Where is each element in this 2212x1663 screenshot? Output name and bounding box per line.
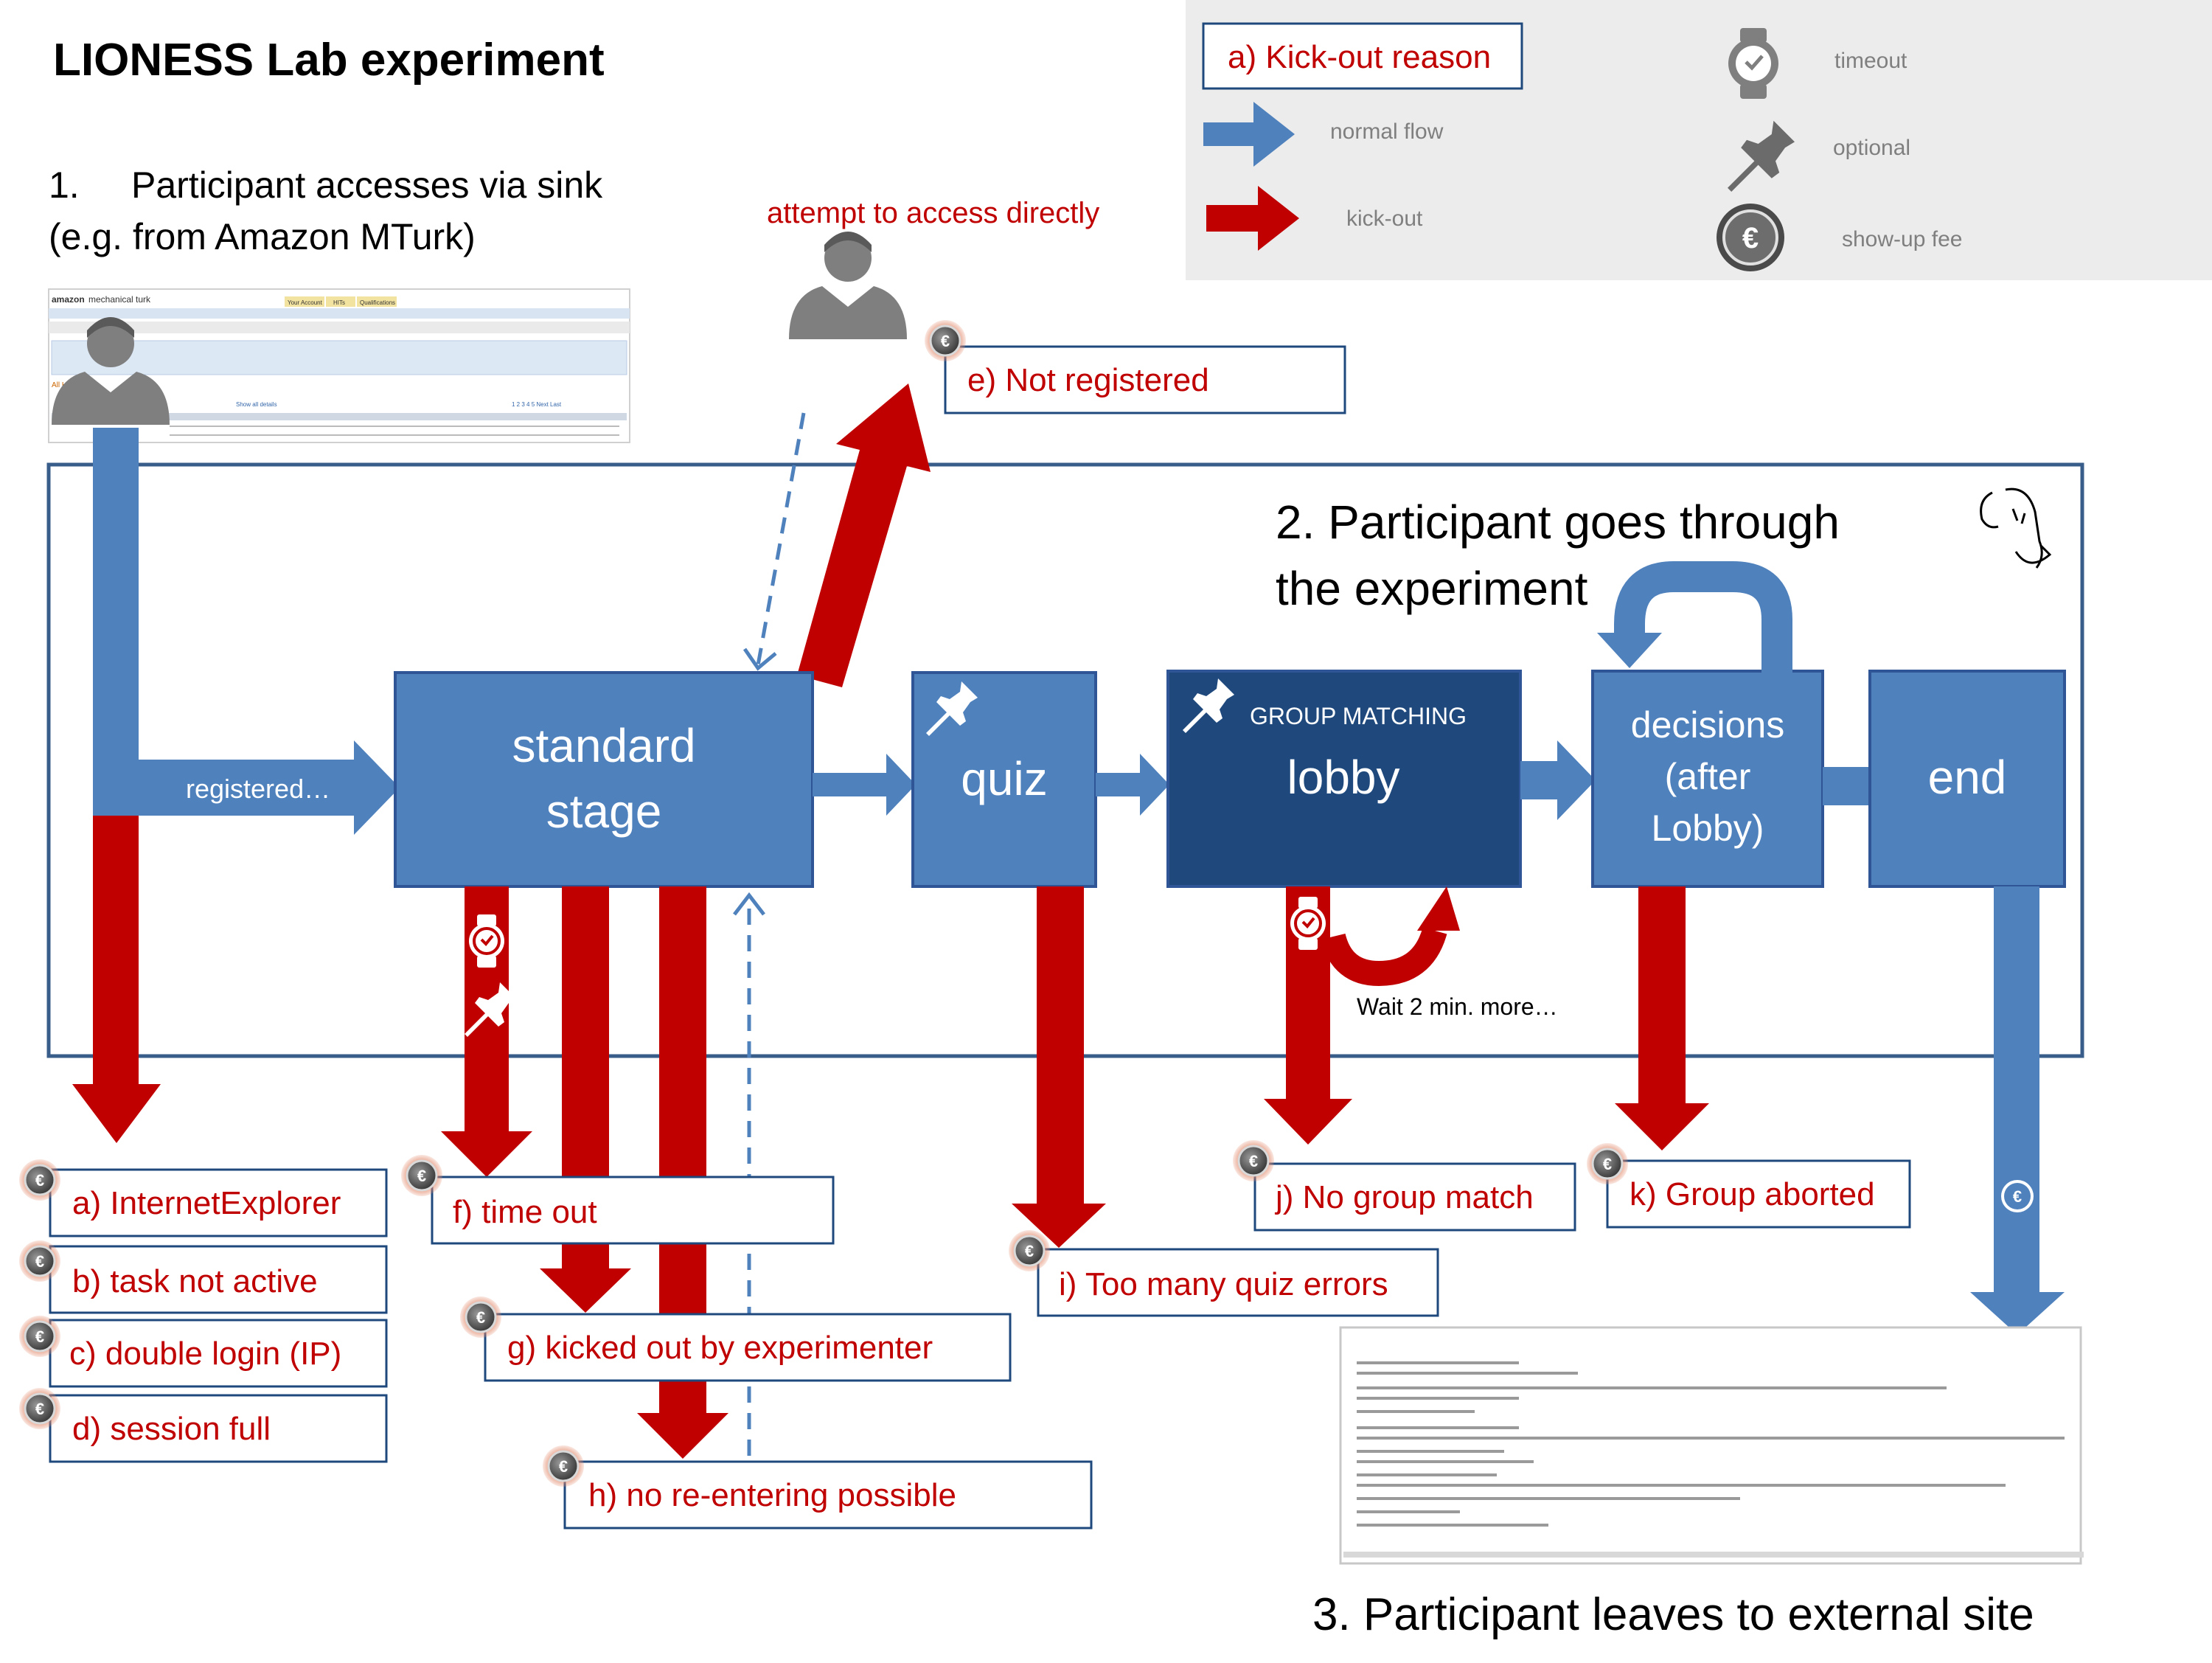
- reason-b-fee-icon: [18, 1239, 62, 1283]
- legend-normal-flow-arrow: [1203, 102, 1295, 167]
- wait-more-loop-arrow: [1321, 926, 1447, 987]
- reason-box-d: d) session full: [49, 1394, 388, 1463]
- legend-normal-flow-label: normal flow: [1330, 119, 1444, 144]
- reason-h-label: h) no re-entering possible: [588, 1477, 956, 1513]
- stage-lobby-subtitle: GROUP MATCHING: [1250, 703, 1467, 729]
- reason-a-label: a) InternetExplorer: [72, 1185, 341, 1221]
- reason-j-label: j) No group match: [1274, 1179, 1534, 1215]
- registered-arrow: [93, 740, 400, 835]
- kickout-arrow-experimenter: [540, 886, 631, 1313]
- reason-box-g: g) kicked out by experimenter: [484, 1313, 1012, 1382]
- showup-fee-icon: €: [1717, 204, 1784, 271]
- registered-label: registered…: [186, 774, 330, 804]
- stage-decisions-line1: decisions: [1631, 704, 1784, 746]
- mturk-tab-hits: HITs: [333, 299, 345, 306]
- step1-example: (e.g. from Amazon MTurk): [49, 216, 476, 257]
- reason-box-e: e) Not registered: [944, 345, 1346, 414]
- flow-arrow-lobby-decisions: [1520, 740, 1596, 820]
- legend-kickout-label: kick-out: [1346, 206, 1423, 231]
- reason-b-label: b) task not active: [72, 1263, 318, 1299]
- legend-timeout-label: timeout: [1834, 49, 1907, 73]
- stage-standard: [394, 671, 814, 888]
- optional-pin-icon: [1728, 120, 1795, 192]
- reason-box-b: b) task not active: [49, 1245, 388, 1314]
- mturk-tab-qualifications: Qualifications: [360, 299, 395, 306]
- kickout-arrow-quiz: [1012, 886, 1106, 1248]
- reason-i-fee-icon: [1007, 1229, 1051, 1273]
- timeout-icon: [1728, 28, 1778, 99]
- reason-h-fee-icon: [541, 1444, 585, 1488]
- reason-j-fee-icon: [1231, 1139, 1276, 1183]
- reason-box-k: k) Group aborted: [1606, 1159, 1911, 1229]
- reason-d-fee-icon: [18, 1386, 62, 1431]
- kickout-arrow-entry: [72, 816, 161, 1143]
- legend-kickout-box: [1202, 22, 1523, 90]
- stage-end-label: end: [1928, 751, 2007, 804]
- reason-box-h: h) no re-entering possible: [563, 1460, 1093, 1530]
- decisions-loop-arrow: [1614, 561, 1792, 673]
- reason-e-label: e) Not registered: [967, 362, 1209, 398]
- stage-decisions-line3: Lobby): [1652, 808, 1764, 849]
- reason-box-i: i) Too many quiz errors: [1037, 1248, 1439, 1317]
- reason-g-label: g) kicked out by experimenter: [507, 1330, 933, 1366]
- reason-g-fee-icon: [459, 1295, 503, 1339]
- direct-access-label: attempt to access directly: [767, 197, 1099, 229]
- reason-box-a: a) InternetExplorer: [49, 1168, 388, 1237]
- step1-number: 1.: [49, 164, 80, 206]
- lioness-logo: [1980, 487, 2052, 569]
- legend-kickout-reason: a) Kick-out reason: [1228, 39, 1491, 75]
- reason-c-label: c) double login (IP): [69, 1336, 341, 1372]
- svg-text:€: €: [2013, 1187, 2022, 1206]
- legend-panel: a) Kick-out reason normal flow kick-out …: [1186, 0, 2212, 280]
- stage-standard-line2: stage: [546, 785, 662, 838]
- reason-a-fee-icon: [18, 1158, 62, 1202]
- reason-e-fee-icon: [923, 319, 967, 363]
- direct-access-dashed-arrow: [756, 412, 806, 666]
- mturk-pagination: 1 2 3 4 5 Next Last: [512, 401, 562, 408]
- reason-i-label: i) Too many quiz errors: [1059, 1266, 1388, 1302]
- step1-text: Participant accesses via sink: [131, 164, 603, 206]
- external-site-screenshot: [1339, 1326, 2084, 1565]
- stage-quiz-label: quiz: [961, 752, 1047, 805]
- kickout-arrow-not-registered: [787, 383, 931, 687]
- mturk-show-details: Show all details: [236, 401, 277, 408]
- reason-f-fee-icon: [400, 1153, 444, 1198]
- flow-arrow-quiz-lobby: [1096, 754, 1169, 816]
- mturk-tab-account: Your Account: [288, 299, 323, 306]
- exit-arrow: [1970, 886, 2065, 1335]
- exit-showup-fee-icon: €: [2001, 1180, 2034, 1212]
- stage-lobby-label: lobby: [1287, 751, 1400, 804]
- reason-k-fee-icon: [1585, 1142, 1630, 1186]
- stage-end: [1868, 670, 2066, 888]
- legend-optional-label: optional: [1833, 136, 1910, 160]
- reason-box-f: f) time out: [431, 1176, 835, 1245]
- reason-d-label: d) session full: [72, 1411, 271, 1447]
- reason-box-j: j) No group match: [1253, 1162, 1576, 1232]
- reason-box-c: c) double login (IP): [49, 1319, 388, 1388]
- reason-f-label: f) time out: [453, 1194, 597, 1230]
- flow-arrow-decisions-end: [1823, 767, 1870, 805]
- legend-showup-fee-label: show-up fee: [1842, 227, 1962, 251]
- step2-line2: the experiment: [1276, 562, 1588, 615]
- reason-k-label: k) Group aborted: [1630, 1176, 1875, 1212]
- mturk-screenshot: amazon mechanical turk Your Account HITs…: [48, 288, 630, 443]
- participant-icon-direct: [789, 232, 907, 339]
- kickout-arrow-timeout: [441, 886, 532, 1177]
- mturk-brand-suffix: mechanical turk: [88, 294, 151, 305]
- mturk-brand: amazon: [52, 294, 85, 305]
- kickout-arrow-decisions: [1615, 886, 1709, 1150]
- diagram-title: LIONESS Lab experiment: [53, 35, 605, 86]
- stage-standard-line1: standard: [512, 719, 695, 772]
- wait-more-label: Wait 2 min. more…: [1357, 993, 1558, 1020]
- stage-decisions: [1591, 670, 1824, 888]
- flow-arrow-standard-quiz: [813, 754, 916, 816]
- reason-c-fee-icon: [18, 1314, 62, 1358]
- step2-line1: 2. Participant goes through: [1276, 496, 1840, 549]
- legend-kickout-arrow: [1206, 186, 1299, 251]
- stage-lobby: [1166, 670, 1522, 888]
- stage-decisions-line2: (after: [1665, 756, 1751, 797]
- step3-label: 3. Participant leaves to external site: [1312, 1589, 2034, 1640]
- svg-text:€: €: [1742, 222, 1759, 254]
